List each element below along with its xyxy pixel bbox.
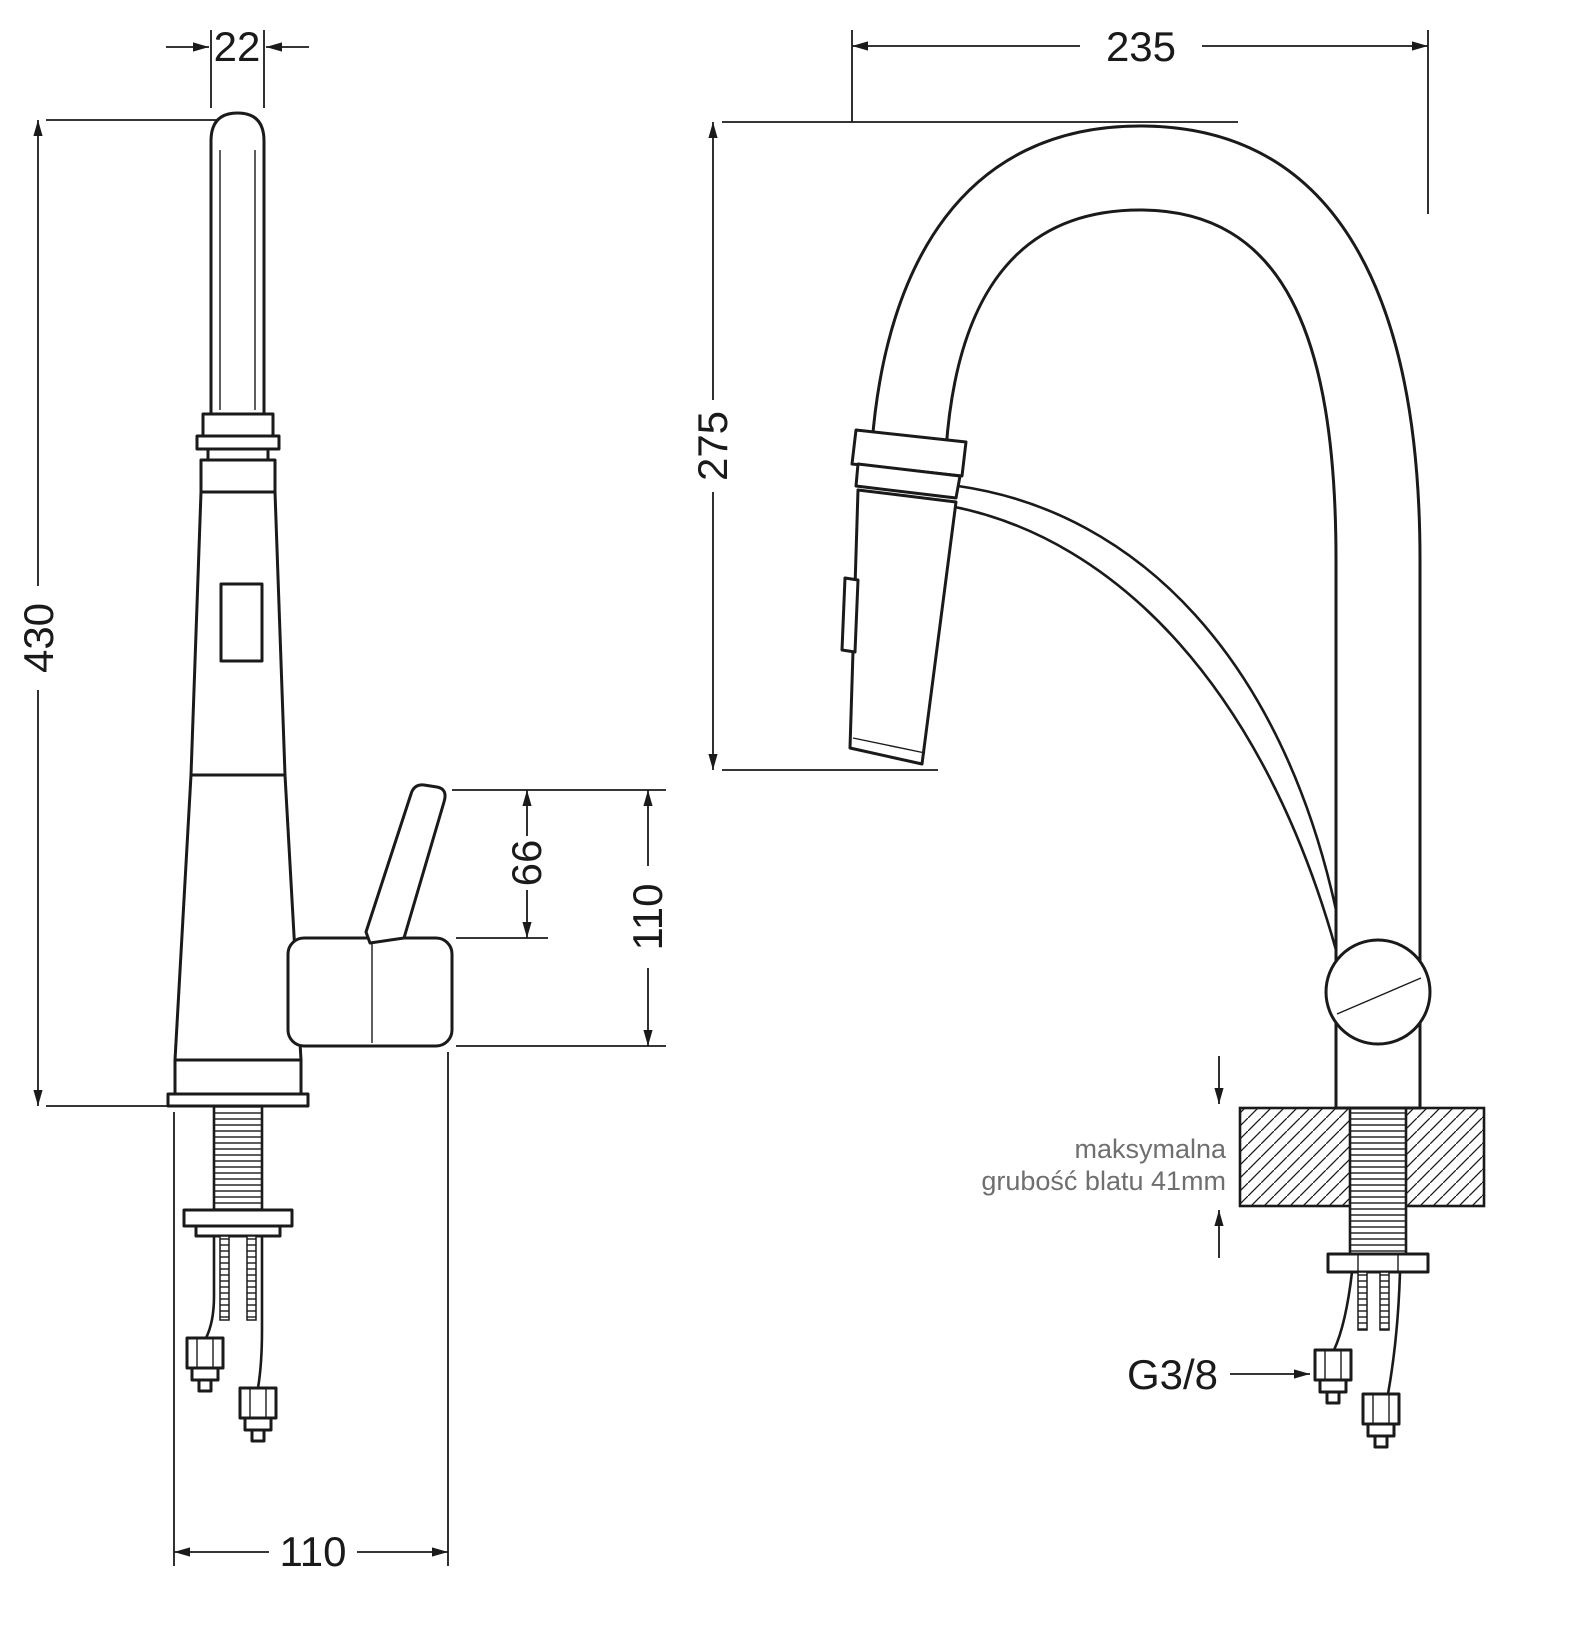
connector-collar bbox=[1366, 1422, 1396, 1438]
front-collar-ring-2 bbox=[195, 434, 281, 451]
front-mounting-washer bbox=[182, 1208, 294, 1228]
dimension-handle-group: 66 110 bbox=[452, 789, 671, 1047]
front-hose-right bbox=[256, 1234, 264, 1390]
side-handle-sphere bbox=[1324, 938, 1432, 1046]
thread-callout: G3/8 bbox=[1127, 1351, 1310, 1398]
dim-label-handle-height: 110 bbox=[624, 884, 671, 951]
side-stud-right bbox=[1379, 1271, 1390, 1331]
connector-nut bbox=[238, 1386, 278, 1420]
connector-tip bbox=[250, 1428, 266, 1443]
front-handle-housing bbox=[286, 936, 454, 1048]
dim-label-base-width: 110 bbox=[280, 1528, 347, 1575]
side-stud-left bbox=[1357, 1271, 1368, 1331]
connector-nut bbox=[1361, 1392, 1401, 1426]
connector-tip bbox=[1325, 1390, 1341, 1405]
side-hose-right bbox=[1386, 1270, 1402, 1396]
spray-head-ring-1 bbox=[850, 428, 968, 478]
front-display-window bbox=[219, 582, 264, 663]
side-handle-seam bbox=[1336, 977, 1422, 1015]
connector-collar bbox=[1318, 1378, 1348, 1394]
front-collar-ring-4 bbox=[199, 458, 277, 494]
front-hose-connector-left bbox=[185, 1336, 225, 1393]
connector-collar bbox=[190, 1366, 220, 1382]
dimension-total-height: 430 bbox=[15, 119, 218, 1107]
front-collar-ring-3 bbox=[206, 447, 270, 462]
counter-note-line-2: grubość blatu 41mm bbox=[981, 1166, 1226, 1196]
front-spout-tube bbox=[209, 111, 266, 422]
connector-collar bbox=[243, 1416, 273, 1432]
front-hose-left bbox=[204, 1234, 216, 1340]
front-base bbox=[173, 1058, 303, 1098]
counter-note-line-1: maksymalna bbox=[1074, 1134, 1227, 1164]
side-hose-left bbox=[1332, 1270, 1354, 1352]
side-view: 235 275 maksymalna grubość blatu 41mm G3… bbox=[689, 23, 1486, 1449]
front-view: 22 430 66 110 110 bbox=[15, 23, 671, 1575]
connector-tip bbox=[1373, 1434, 1389, 1449]
side-hose-connector-left bbox=[1313, 1348, 1353, 1405]
spray-head-ring-2 bbox=[854, 462, 962, 500]
front-threaded-shank bbox=[212, 1104, 264, 1212]
side-faucet-body bbox=[840, 124, 1432, 1449]
dim-label-spout-height: 275 bbox=[689, 411, 736, 481]
front-handle-lever bbox=[364, 783, 447, 945]
thread-label: G3/8 bbox=[1127, 1351, 1218, 1398]
countertop-thickness-annotation: maksymalna grubość blatu 41mm bbox=[981, 1056, 1227, 1258]
dimension-spout-reach: 235 bbox=[851, 23, 1429, 214]
dim-label-spout-width: 22 bbox=[214, 23, 261, 70]
front-collar-ring-1 bbox=[201, 412, 275, 438]
connector-nut bbox=[1313, 1348, 1353, 1382]
dim-label-spout-reach: 235 bbox=[1106, 23, 1176, 70]
dim-label-total-height: 430 bbox=[15, 603, 62, 673]
spray-head-face-line bbox=[852, 737, 926, 754]
side-pullout-hose-outer bbox=[956, 484, 1338, 912]
dim-label-lever-height: 66 bbox=[503, 840, 550, 887]
front-faucet-body bbox=[166, 111, 454, 1443]
connector-nut bbox=[185, 1336, 225, 1370]
side-mounting-nut bbox=[1326, 1252, 1430, 1274]
spray-head-body bbox=[848, 488, 958, 766]
front-body-cone bbox=[173, 773, 303, 1062]
front-hose-connector-right bbox=[238, 1386, 278, 1443]
spray-head-button bbox=[840, 576, 860, 654]
side-hose-connector-right bbox=[1361, 1392, 1401, 1449]
side-threaded-shank bbox=[1348, 1106, 1408, 1256]
dimension-base-width: 110 bbox=[173, 1052, 449, 1575]
front-stud-right bbox=[246, 1235, 257, 1321]
front-stud-left bbox=[219, 1235, 230, 1321]
connector-tip bbox=[197, 1378, 213, 1393]
dimension-spout-height: 275 bbox=[689, 121, 1238, 771]
side-pullout-hose-inner bbox=[948, 504, 1338, 952]
front-base-flange bbox=[166, 1092, 310, 1108]
dimension-spout-width: 22 bbox=[166, 23, 309, 108]
front-mounting-plate bbox=[194, 1224, 282, 1238]
